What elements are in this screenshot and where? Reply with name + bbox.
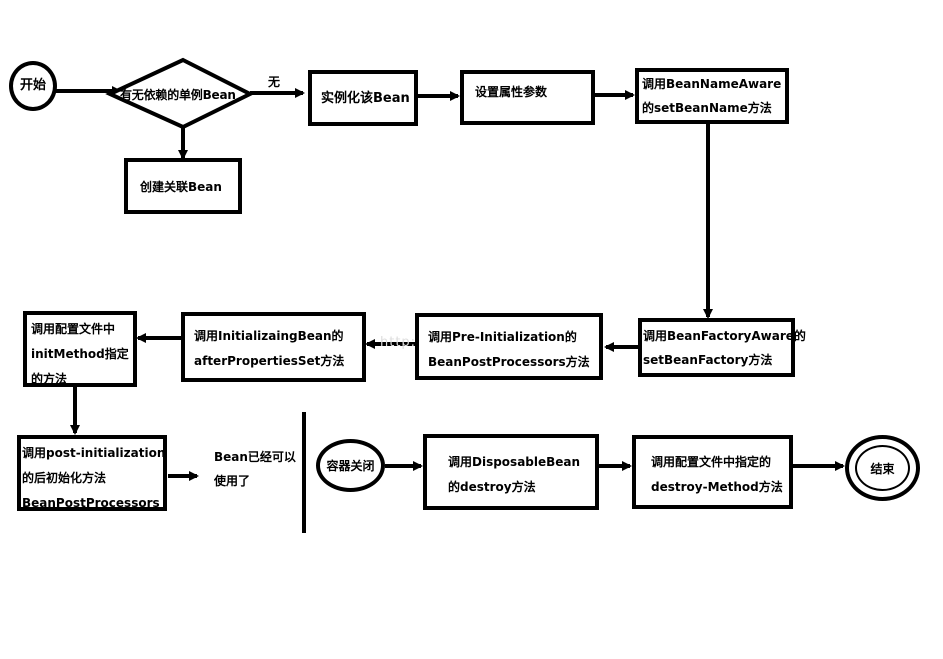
end-node-inner-ring <box>855 445 910 491</box>
decision-diamond <box>105 57 255 130</box>
init-method-box: 调用配置文件中 initMethod指定 的方法 <box>23 311 137 387</box>
pre-initialization-box: 调用Pre-Initialization的 BeanPostProcessors… <box>415 313 603 380</box>
bean-ready-text: Bean已经可以 使用了 <box>214 450 296 488</box>
end-node: 结束 <box>845 435 920 501</box>
post-initialization-box: 调用post-initialization 的后初始化方法 BeanPostPr… <box>17 435 167 511</box>
bean-name-aware-box: 调用BeanNameAware 的setBeanName方法 <box>635 68 789 124</box>
destroy-method-box: 调用配置文件中指定的 destroy-Method方法 <box>632 435 793 509</box>
bean-factory-aware-box: 调用BeanFactoryAware的 setBeanFactory方法 <box>638 318 806 377</box>
instantiate-box: 实例化该Bean <box>308 70 418 126</box>
set-properties-box: 设置属性参数 <box>460 70 595 125</box>
disposable-bean-box: 调用DisposableBean 的destroy方法 <box>423 434 599 510</box>
container-close-node: 容器关闭 <box>316 439 385 492</box>
create-dependency-box: 创建关联Bean <box>124 158 242 214</box>
end-node-label: 结束 <box>870 461 895 476</box>
decision-no-label: 无 <box>268 75 281 89</box>
start-node: 开始 <box>9 61 57 111</box>
decision-label: 有无依赖的单例Bean <box>120 88 236 102</box>
initializing-bean-box: 调用InitializaingBean的 afterPropertiesSet方… <box>181 312 366 382</box>
